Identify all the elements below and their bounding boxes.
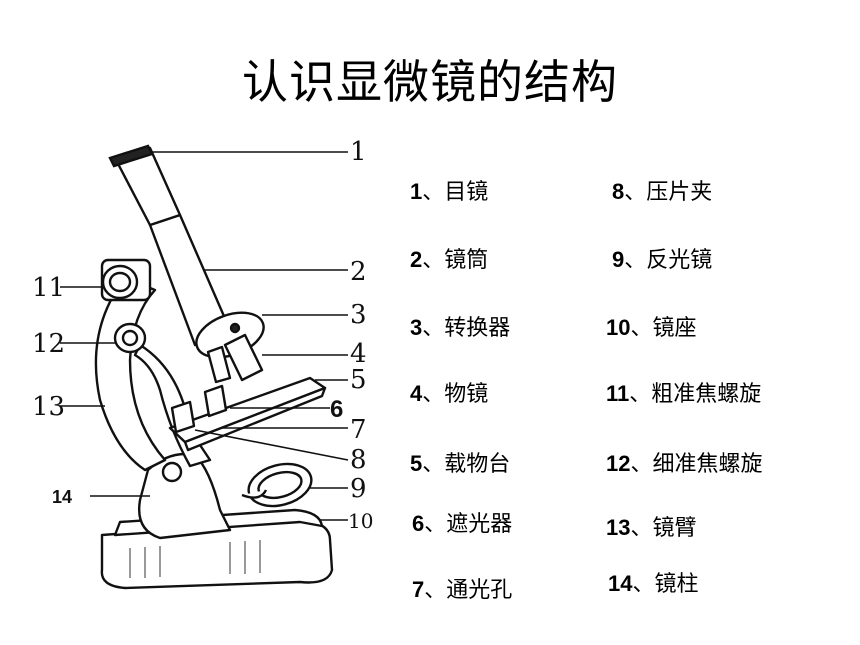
legend-item-13: 13、镜臂 (606, 515, 697, 541)
page-title: 认识显微镜的结构 (242, 55, 618, 109)
legend-item-10: 10、镜座 (606, 315, 697, 341)
legend-item-4: 4、物镜 (410, 381, 489, 407)
stage (168, 376, 327, 444)
diagram-label-5: 5 (350, 365, 367, 395)
legend-item-7: 7、通光孔 (412, 577, 513, 603)
legend-item-12: 12、细准焦螺旋 (606, 451, 763, 477)
legend-item-3: 3、转换器 (410, 315, 511, 341)
diagram-label-4: 4 (350, 339, 367, 369)
microscope-diagram: 1 2 3 4 5 6 7 8 9 10 11 12 13 14 (32, 137, 373, 590)
diagram-label-12: 12 (32, 329, 65, 359)
diagram-label-7: 7 (350, 415, 367, 445)
microscope-pillar (138, 452, 232, 540)
diagram-label-9: 9 (350, 474, 367, 504)
diagram-label-13: 13 (32, 392, 65, 422)
diagram-label-3: 3 (350, 300, 367, 330)
legend-item-9: 9、反光镜 (612, 247, 713, 273)
diagram-label-1: 1 (350, 137, 367, 167)
legend-item-5: 5、载物台 (410, 451, 511, 477)
diagram-label-10: 10 (348, 509, 373, 533)
legend-item-8: 8、压片夹 (612, 179, 713, 205)
legend-item-1: 1、目镜 (410, 179, 489, 205)
diagram-label-8: 8 (350, 445, 367, 475)
diagram-label-6: 6 (330, 396, 343, 423)
objective-lens (223, 333, 264, 382)
diagram-label-14: 14 (52, 487, 72, 507)
diagram-label-11: 11 (32, 273, 65, 303)
legend-item-11: 11、粗准焦螺旋 (606, 381, 762, 407)
legend-item-14: 14、镜柱 (608, 571, 699, 597)
diagram-label-2: 2 (350, 257, 367, 287)
legend-item-2: 2、镜筒 (410, 247, 489, 273)
legend-item-6: 6、遮光器 (412, 511, 513, 537)
stage-clip (170, 400, 196, 434)
